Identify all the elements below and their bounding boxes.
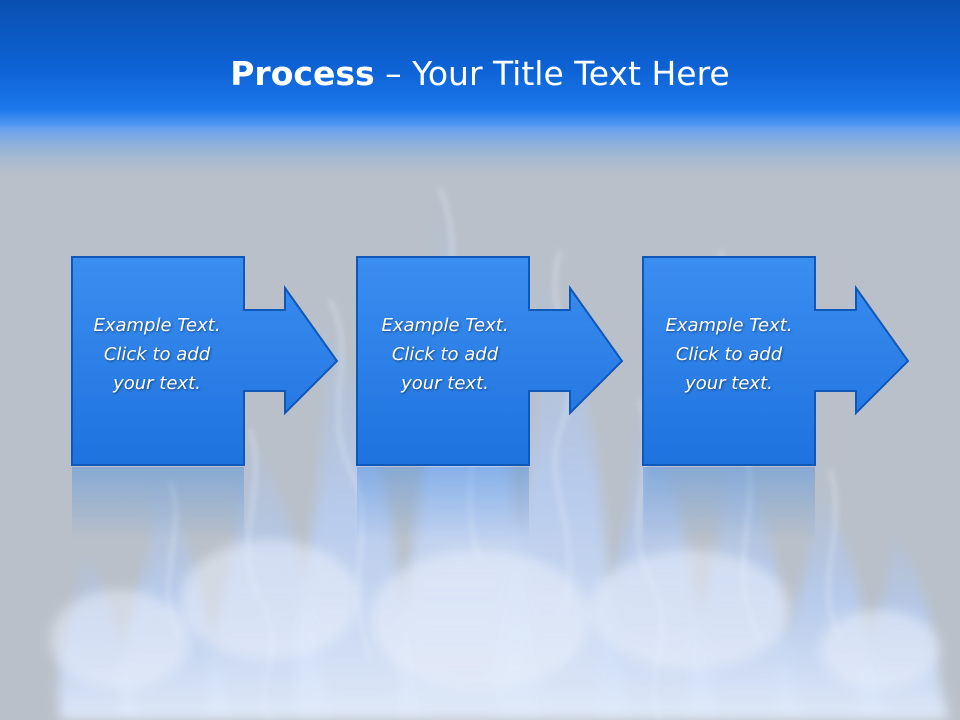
step-2-line-3: your text.	[401, 373, 489, 394]
step-1-line-3: your text.	[113, 373, 201, 394]
process-step-3[interactable]	[642, 256, 910, 540]
header-band	[0, 0, 960, 128]
step-2-reflection	[357, 467, 529, 540]
step-2-shape	[356, 256, 624, 466]
step-2-line-1: Example Text.	[381, 315, 509, 336]
step-1-text[interactable]: Example Text. Click to add your text.	[70, 311, 244, 398]
title-bold-part: Process	[230, 54, 375, 93]
step-3-shape	[642, 256, 910, 466]
process-step-1[interactable]	[71, 256, 339, 540]
step-3-line-3: your text.	[685, 373, 773, 394]
step-2-text[interactable]: Example Text. Click to add your text.	[358, 311, 532, 398]
step-3-line-1: Example Text.	[665, 315, 793, 336]
step-3-line-2: Click to add	[675, 344, 783, 365]
step-1-line-1: Example Text.	[93, 315, 221, 336]
step-2-line-2: Click to add	[391, 344, 499, 365]
step-3-text[interactable]: Example Text. Click to add your text.	[642, 311, 816, 398]
title-rest-part: – Your Title Text Here	[374, 54, 730, 93]
step-3-reflection	[643, 467, 815, 540]
slide-title[interactable]: Process – Your Title Text Here	[0, 52, 960, 96]
step-1-reflection	[72, 467, 244, 540]
process-step-2[interactable]	[356, 256, 624, 540]
step-1-line-2: Click to add	[103, 344, 211, 365]
step-1-shape	[71, 256, 339, 466]
